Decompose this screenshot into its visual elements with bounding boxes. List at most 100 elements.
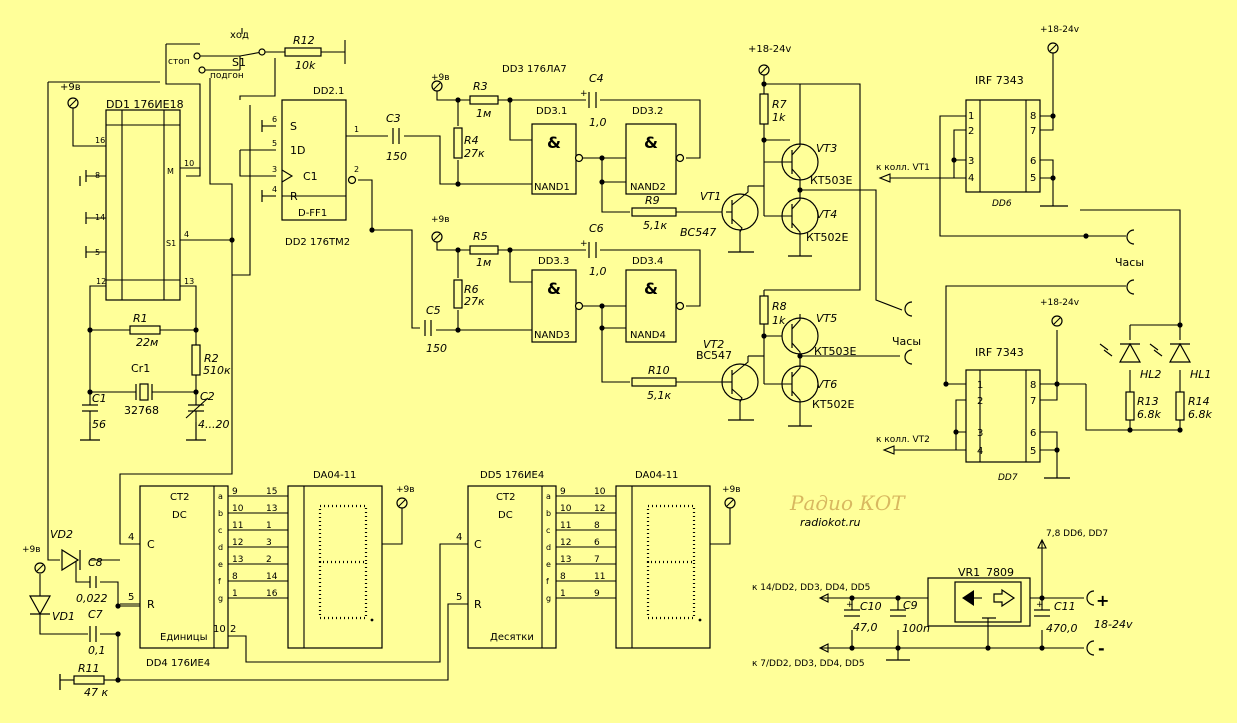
transistors: VT1 BC547 VT3 КТ503Е VT4 КТ502Е R7 1k +1… [680,44,857,411]
dd2-pin6: 6 [272,115,277,124]
nand1-symbol: & [547,133,561,152]
c11-plus: + [1036,600,1044,610]
dd4-pin5: 5 [128,592,134,603]
vt4-type: КТ502Е [806,231,849,244]
switch-hod-label: ход [230,30,249,41]
dd4-dc-pin: 10 [232,504,244,514]
dd1-pin5: 5 [95,248,100,257]
dd2-pin4: 4 [272,185,277,194]
display-da04-11-units: DA04-11 +9в [287,470,415,649]
display-da04-11-tens: DA04-11 +9в [615,470,741,649]
dd7-pin3: 3 [977,428,983,439]
dd1-pin12: 12 [96,277,106,286]
dd5-dc-pin: 8 [560,572,566,582]
c1-label: C1 [92,392,107,405]
dd7-pin1: 1 [977,380,983,391]
power-supply: VR1 7809 + C10 47,0 C9 100n + C11 470,0 … [752,529,1133,669]
dd4-seg-letter: c [218,526,222,535]
dd1-pin14: 14 [95,213,105,222]
dd5-ind-pin: 6 [594,538,600,548]
oscillator: R1 22м R2 510к Cr1 32768 C1 56 C2 4...20 [82,312,231,440]
r9-label: R9 [645,194,660,207]
dd3-label: DD3 176ЛА7 [502,64,567,75]
c11-label: C11 [1054,600,1076,613]
vt5-type: КТ503Е [814,345,857,358]
da1-supply: +9в [396,485,415,495]
dd4-ind-pin: 16 [266,589,278,599]
switch-name: S1 [232,56,246,69]
switch-s1: ход стоп S1 подгон [168,28,266,81]
dd5-dc: DC [498,510,513,521]
r1-value: 22м [136,336,158,349]
c1-value: 56 [92,418,106,431]
dd5-pin4: 4 [456,532,462,543]
junctions [87,81,1183,683]
dd4-seg-letter: f [218,577,221,586]
dd5-dc-pin: 10 [560,504,572,514]
dd5-ind-pin: 8 [594,521,600,531]
vd2-label: VD2 [50,528,73,541]
r9-value: 5,1к [643,219,667,232]
c7-value: 0,1 [88,644,106,657]
r7-value: 1k [772,111,786,124]
switch-stop-label: стоп [168,57,190,67]
dd2-ff-name: D-FF1 [298,208,327,219]
da2-label: DA04-11 [635,470,678,481]
dd5-ind-pin: 12 [594,504,605,514]
leds: HL2 HL1 R13 6.8k R14 6.8k [1099,342,1212,421]
r2-value: 510к [203,364,231,377]
dd5-ct2: CT2 [496,492,515,503]
dd4-ind-pin: 13 [266,504,277,514]
dd4-seg-letter: g [218,594,223,603]
dd5-ind-pin: 10 [594,487,606,497]
dd3-4-label: DD3.4 [632,256,663,267]
dd4-pin2: 2 [230,624,236,635]
dd7-pin4: 4 [977,446,983,457]
vt4-label: VT4 [816,208,837,221]
r8-label: R8 [772,300,787,313]
dd1-pinM: M [167,167,174,176]
switch-podgon-label: подгон [210,71,244,81]
da2-supply: +9в [722,485,741,495]
nand4-symbol: & [644,279,658,298]
dd4-dc-pin: 8 [232,572,238,582]
dd2-c: C1 [303,170,318,183]
dd3-3-label: DD3.3 [538,256,569,267]
dd4-dc: DC [172,510,187,521]
dd5-dc-pin: 9 [560,487,566,497]
c3-label: C3 [386,112,401,125]
dd6-pin7: 7 [1030,126,1036,137]
dd5-seg-letter: d [546,543,551,552]
c7-label: C7 [88,608,103,621]
vt1-type: BC547 [680,226,716,239]
dd4-ind-pin: 15 [266,487,277,497]
c8-value: 0,022 [76,592,108,605]
dd5-label: DD5 176ИЕ4 [480,470,544,481]
radiokot-logo: Радио КОТ radiokot.ru [789,491,906,529]
dd6-pin1: 1 [968,111,974,122]
vd1-supply: +9в [22,545,41,555]
dd2-pin5: 5 [272,139,277,148]
vt1-label: VT1 [700,190,721,203]
r1-label: R1 [133,312,148,325]
r12-label: R12 [293,34,315,47]
vt5-label: VT5 [816,312,837,325]
dd4-ind-pin: 2 [266,555,272,565]
c9-value: 100n [902,622,930,635]
dd4-seg-letter: a [218,492,223,501]
vr1-label: VR1 [958,566,980,579]
dd5-ind-pin: 11 [594,572,605,582]
dd1-pinS1: S1 [166,239,176,248]
r6-value: 27к [464,295,485,308]
dd6-pin6: 6 [1030,156,1036,167]
dd4-ct2: CT2 [170,492,189,503]
ic-dd4: CT2 DC C R 4 5 Единицы DD4 176ИЕ4 10 2 a… [128,485,297,669]
c5-label: C5 [426,304,441,317]
r2-label: R2 [204,352,219,365]
k7-label: к 7/DD2, DD3, DD4, DD5 [752,659,865,669]
dd6-label: DD6 [992,199,1012,209]
dd1-pin8: 8 [95,171,100,180]
dd5-seg-letter: e [546,560,551,569]
nand3-symbol: & [547,279,561,298]
nand3-name: NAND3 [534,330,570,341]
